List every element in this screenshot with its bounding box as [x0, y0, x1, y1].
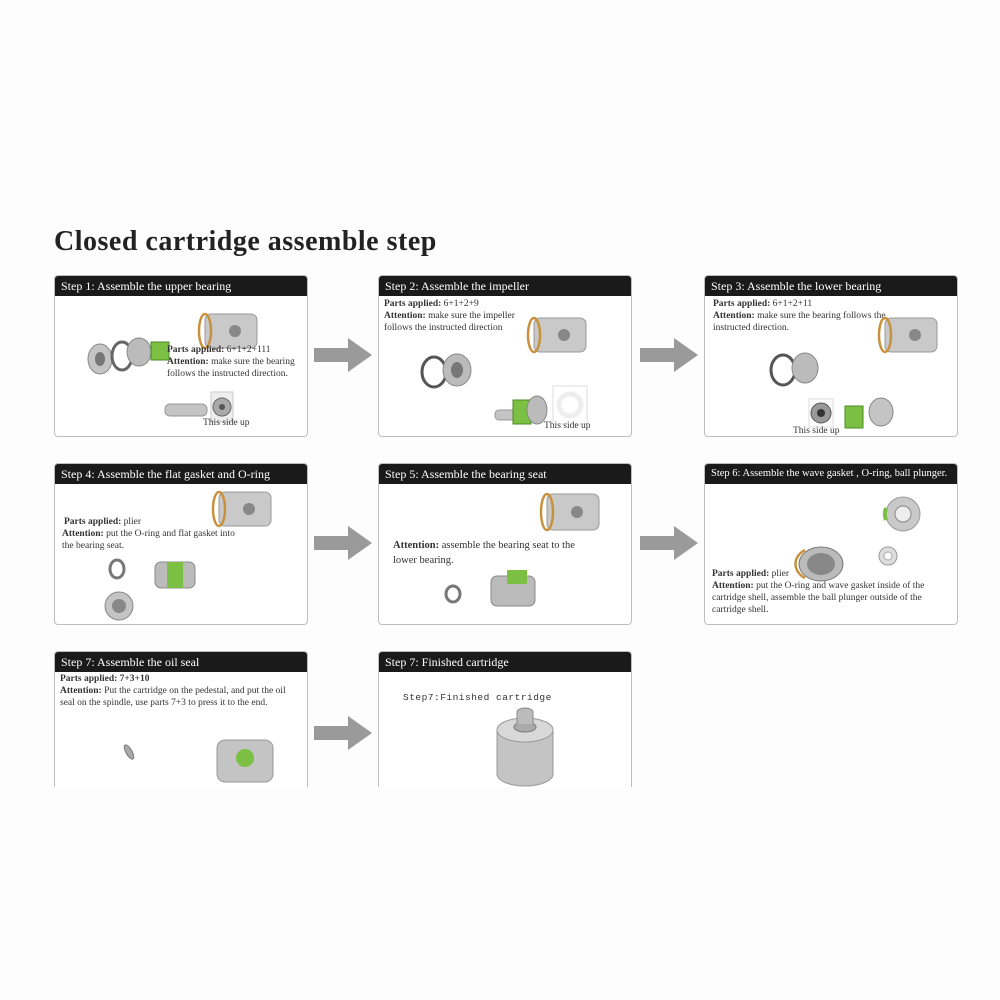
step-7-panel: Step 7: Assemble the oil seal Parts appl… — [54, 651, 308, 787]
step-3-parts-line: Parts applied: 6+1+2+11 — [713, 298, 898, 310]
step-6-attention-value: put the O-ring and wave gasket inside of… — [712, 581, 925, 615]
step-2-panel: Step 2: Assemble the impeller Parts appl… — [378, 275, 632, 437]
step-3-attention-value: make sure the bearing follows the instru… — [713, 311, 886, 333]
step-6-parts-illustration — [794, 496, 921, 582]
step-4-attention-label: Attention: — [62, 529, 104, 539]
step-4-panel: Step 4: Assemble the flat gasket and O-r… — [54, 463, 308, 625]
step-1-parts-illustration — [87, 312, 258, 423]
step-2-side-up-caption: This side up — [544, 421, 591, 431]
step-4-header: Step 4: Assemble the flat gasket and O-r… — [55, 464, 307, 484]
step-1-side-up-caption: This side up — [203, 418, 250, 428]
step-6-parts-label: Parts applied: — [712, 569, 770, 579]
step-4-attention-line: Attention: put the O-ring and flat gaske… — [62, 528, 237, 552]
step-2-attention-line: Attention: make sure the impeller follow… — [384, 310, 534, 334]
step-1-parts-line: Parts applied: 6+1+2+111 — [167, 344, 305, 356]
step-6-attention-line: Attention: put the O-ring and wave gaske… — [712, 580, 932, 616]
step-2-parts-illustration — [420, 316, 588, 425]
step-6-attention-label: Attention: — [712, 581, 754, 591]
step-4-attention-value: put the O-ring and flat gasket into the … — [62, 529, 235, 551]
step-7-attention-value: Put the cartridge on the pedestal, and p… — [60, 686, 286, 708]
step-5-panel: Step 5: Assemble the bearing seat Attent… — [378, 463, 632, 625]
step-3-side-up-caption: This side up — [793, 426, 840, 436]
step-7-attention-line: Attention: Put the cartridge on the pede… — [60, 685, 302, 709]
step-2-parts-line: Parts applied: 6+1+2+9 — [384, 298, 534, 310]
step-6-header: Step 6: Assemble the wave gasket , O-rin… — [705, 464, 957, 484]
step-3-attention-line: Attention: make sure the bearing follows… — [713, 310, 898, 334]
step-6-panel: Step 6: Assemble the wave gasket , O-rin… — [704, 463, 958, 625]
step-1-panel: Step 1: Assemble the upper bearing Parts… — [54, 275, 308, 437]
step-2-text: Parts applied: 6+1+2+9 Attention: make s… — [384, 298, 534, 334]
step-4-text: Parts applied: plier Attention: put the … — [62, 516, 237, 552]
arrow-right-icon — [640, 338, 698, 372]
step-8-inner-caption: Step7:Finished cartridge — [403, 692, 552, 703]
step-2-attention-label: Attention: — [384, 311, 426, 321]
step-3-text: Parts applied: 6+1+2+11 Attention: make … — [713, 298, 898, 334]
step-2-parts-label: Parts applied: — [384, 299, 442, 309]
step-5-attention-value: assemble the bearing seat to the lower b… — [393, 540, 575, 566]
arrow-right-icon — [314, 338, 372, 372]
step-1-parts-value: 6+1+2+111 — [226, 345, 271, 355]
step-7-parts-line: Parts applied: 7+3+10 — [60, 673, 302, 685]
step-1-attention-value: make sure the bearing follows the instru… — [167, 357, 295, 379]
step-1-parts-label: Parts applied: — [167, 345, 225, 355]
step-5-text: Attention: assemble the bearing seat to … — [393, 538, 578, 568]
step-8-header: Step 7: Finished cartridge — [379, 652, 631, 672]
step-6-parts-line: Parts applied: plier — [712, 568, 932, 580]
step-4-parts-illustration — [104, 490, 272, 621]
step-3-parts-value: 6+1+2+11 — [772, 299, 813, 309]
arrow-right-icon — [314, 716, 372, 750]
arrow-right-icon — [314, 526, 372, 560]
step-1-attention-label: Attention: — [167, 357, 209, 367]
page-title: Closed cartridge assemble step — [54, 226, 437, 257]
step-7-text: Parts applied: 7+3+10 Attention: Put the… — [60, 673, 302, 709]
step-7-parts-label: Parts applied: — [60, 674, 118, 684]
step-4-parts-label: Parts applied: — [64, 517, 122, 527]
step-8-panel: Step 7: Finished cartridge Step7:Finishe… — [378, 651, 632, 787]
step-4-parts-value: plier — [123, 517, 142, 527]
step-7-parts-illustration — [123, 739, 274, 783]
arrow-right-icon — [640, 526, 698, 560]
step-5-header: Step 5: Assemble the bearing seat — [379, 464, 631, 484]
step-7-attention-label: Attention: — [60, 686, 102, 696]
step-3-parts-illustration — [769, 316, 938, 429]
step-3-panel: Step 3: Assemble the lower bearing Parts… — [704, 275, 958, 437]
step-1-attention-line: Attention: make sure the bearing follows… — [167, 356, 305, 380]
step-5-attention-line: Attention: assemble the bearing seat to … — [393, 538, 578, 568]
step-4-parts-line: Parts applied: plier — [62, 516, 237, 528]
step-5-attention-label: Attention: — [393, 540, 440, 551]
step-5-parts-illustration — [444, 492, 600, 607]
step-7-header: Step 7: Assemble the oil seal — [55, 652, 307, 672]
step-2-attention-value: make sure the impeller follows the instr… — [384, 311, 515, 333]
step-3-attention-label: Attention: — [713, 311, 755, 321]
step-2-header: Step 2: Assemble the impeller — [379, 276, 631, 296]
step-1-header: Step 1: Assemble the upper bearing — [55, 276, 307, 296]
step-1-text: Parts applied: 6+1+2+111 Attention: make… — [167, 344, 305, 380]
step-2-parts-value: 6+1+2+9 — [443, 299, 479, 309]
step-3-parts-label: Parts applied: — [713, 299, 771, 309]
step-3-header: Step 3: Assemble the lower bearing — [705, 276, 957, 296]
step-8-cartridge-illustration — [496, 707, 554, 787]
step-7-parts-value: 7+3+10 — [119, 674, 150, 684]
step-6-text: Parts applied: plier Attention: put the … — [712, 568, 932, 616]
step-6-parts-value: plier — [771, 569, 790, 579]
